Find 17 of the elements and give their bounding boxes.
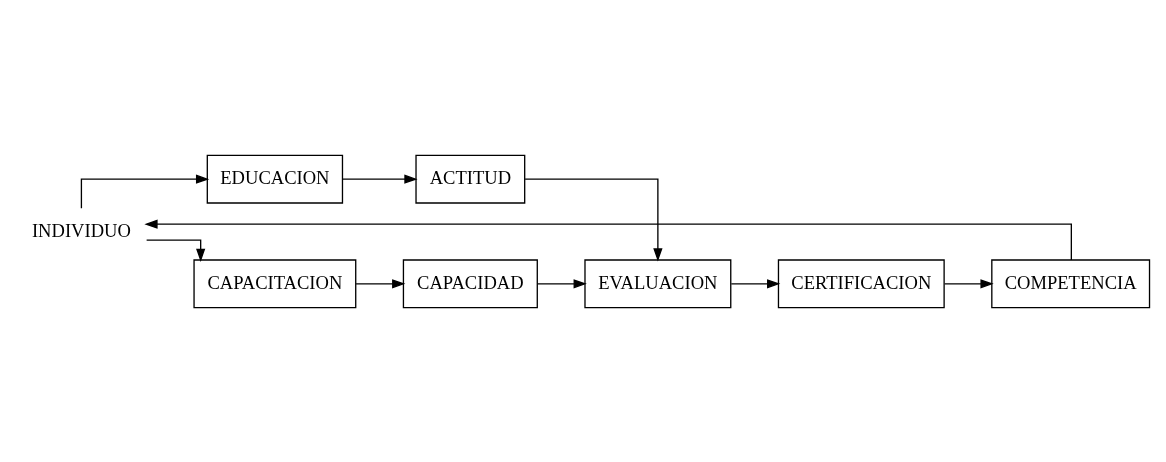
node-box: EDUCACION — [206, 154, 344, 204]
node-box: CERTIFICACION — [777, 258, 945, 308]
node-box: ACTITUD — [415, 154, 526, 204]
node-box: CAPACIDAD — [402, 258, 538, 308]
arrow — [342, 174, 418, 184]
arrow — [524, 178, 663, 262]
arrow — [144, 219, 1072, 261]
arrow — [355, 278, 406, 288]
arrow — [80, 174, 210, 209]
arrow — [145, 238, 206, 262]
node-box: COMPETENCIA — [991, 258, 1151, 308]
node-text: INDIVIDUO — [31, 219, 131, 241]
node-box: CAPACITACION — [193, 258, 357, 308]
node-box: EVALUACION — [584, 258, 732, 308]
arrow — [536, 278, 587, 288]
arrow — [730, 278, 781, 288]
arrow — [944, 278, 994, 288]
